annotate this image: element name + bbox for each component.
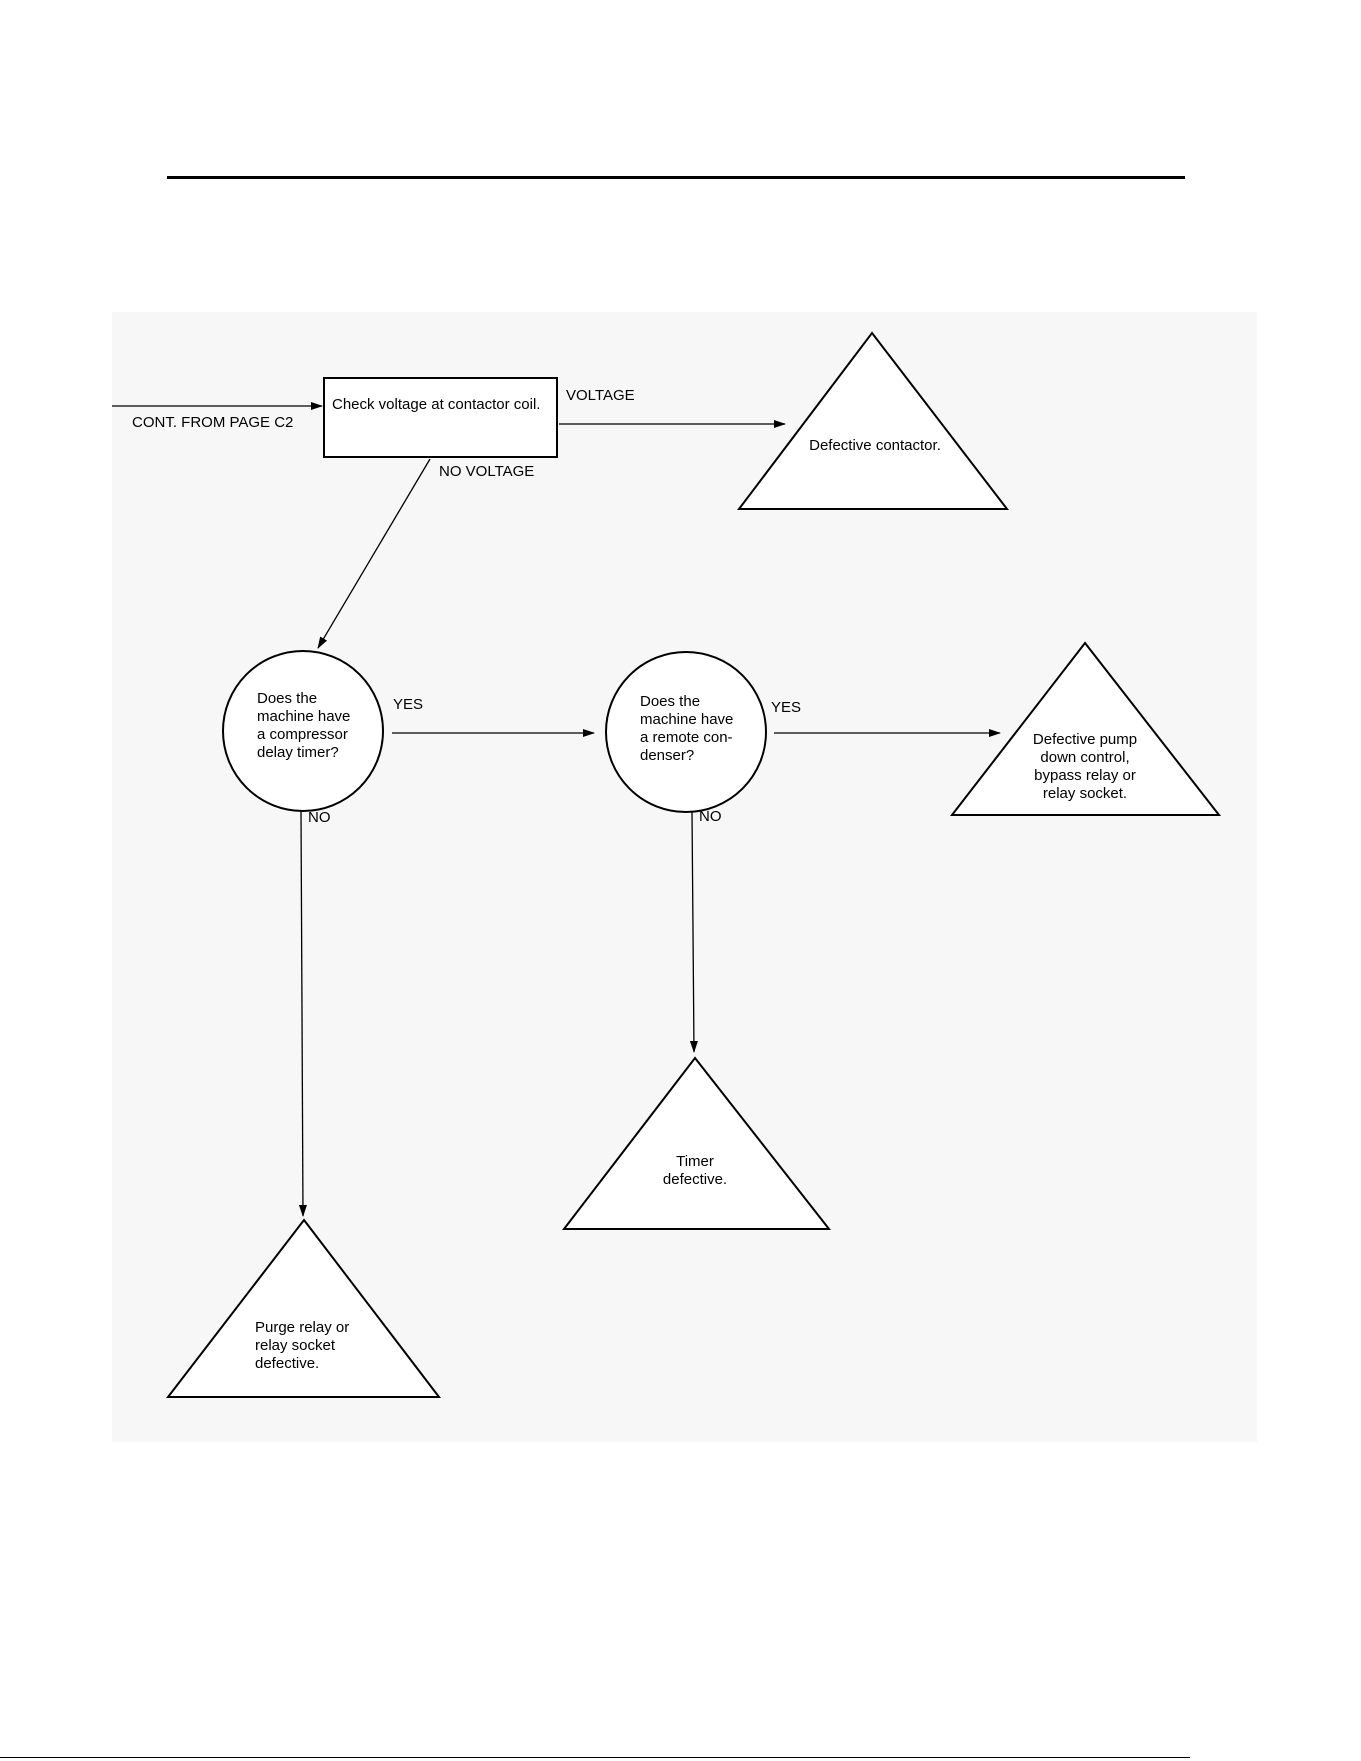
no-label-2: NO [699,808,722,825]
no-arrow-2 [689,810,698,1053]
remote-condenser-decision-circle [605,651,767,813]
remote-condenser-question-text: Does the machine have a remote con- dens… [640,693,734,764]
footer-rule [0,1757,1190,1758]
purge-relay-text: Purge relay or relay socket defective. [255,1319,350,1372]
purge-relay-triangle [165,1218,442,1398]
header-rule [167,176,1185,179]
delay-timer-decision-circle [222,650,384,812]
timer-defective-text: Timer defective. [662,1153,728,1188]
pump-down-triangle [949,641,1222,816]
delay-timer-question-text: Does the machine have a compressor delay… [257,690,351,761]
yes-label-1: YES [393,696,424,713]
no-arrow-1 [298,809,307,1217]
no-label-1: NO [308,809,331,826]
check-voltage-box [323,377,558,458]
defective-contactor-text: Defective contactor. [809,437,941,454]
no-voltage-arrow [317,458,431,649]
timer-defective-triangle [561,1056,832,1230]
no-voltage-label: NO VOLTAGE [439,463,535,480]
voltage-label: VOLTAGE [566,387,635,404]
cont-from-label: CONT. FROM PAGE C2 [132,414,294,431]
check-voltage-text: Check voltage at contactor coil. [332,396,541,413]
yes-label-2: YES [771,699,802,716]
pump-down-text: Defective pump down control, bypass rela… [1032,731,1138,802]
defective-contactor-triangle [736,331,1010,510]
